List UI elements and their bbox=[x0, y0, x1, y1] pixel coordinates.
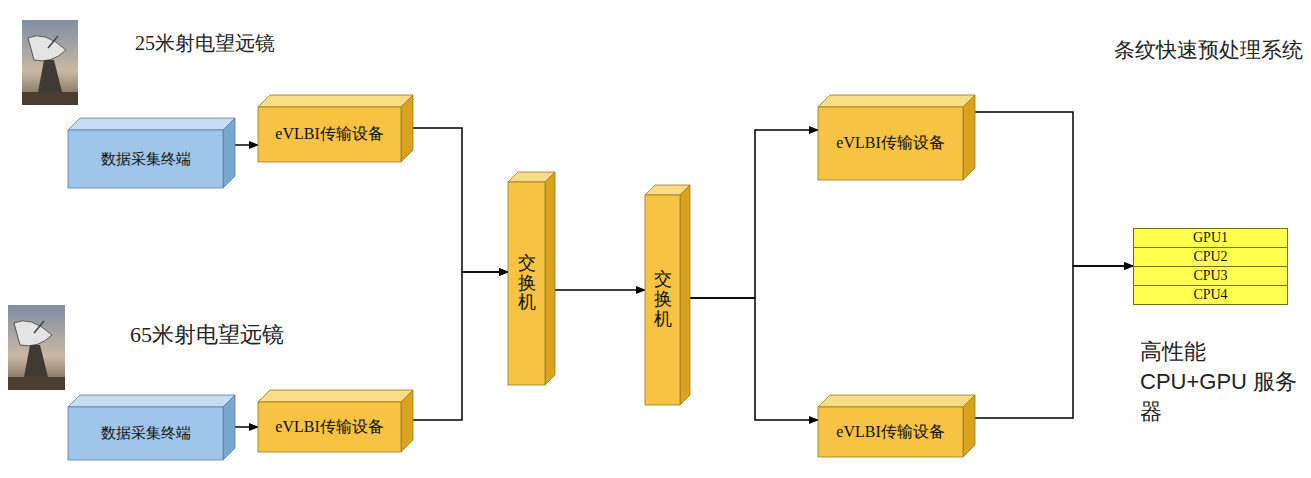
telescope-photo bbox=[8, 305, 65, 390]
box-face: 交换机 bbox=[645, 195, 680, 405]
box-label: eVLBI传输设备 bbox=[836, 422, 944, 443]
transfer-box: eVLBI传输设备 bbox=[818, 95, 975, 180]
transfer-box: eVLBI传输设备 bbox=[258, 390, 413, 452]
box-label: eVLBI传输设备 bbox=[275, 417, 383, 438]
box-label: eVLBI传输设备 bbox=[275, 124, 383, 145]
connector-arrow bbox=[690, 130, 818, 298]
server-caption: 高性能CPU+GPU 服务器 bbox=[1140, 337, 1308, 427]
connector-arrow bbox=[975, 266, 1133, 418]
switch-box: 交换机 bbox=[645, 185, 690, 405]
processor-unit: CPU4 bbox=[1133, 285, 1288, 305]
connector-arrow bbox=[690, 298, 818, 420]
connector-arrow bbox=[413, 272, 508, 420]
box-face: eVLBI传输设备 bbox=[258, 107, 401, 162]
box-label: eVLBI传输设备 bbox=[836, 133, 944, 154]
transfer-box: eVLBI传输设备 bbox=[258, 95, 413, 162]
unit-name: CPU4 bbox=[1193, 287, 1227, 303]
processor-unit: CPU3 bbox=[1133, 266, 1288, 286]
box-label: 交换机 bbox=[654, 270, 672, 329]
box-label: 数据采集终端 bbox=[101, 424, 191, 443]
unit-name: CPU2 bbox=[1193, 249, 1227, 265]
box-face: eVLBI传输设备 bbox=[258, 402, 401, 452]
telescope-label: 25米射电望远镜 bbox=[135, 30, 275, 57]
server-stack: 高性能CPU+GPU 服务器GPU1CPU2CPU3CPU4 bbox=[1133, 228, 1288, 305]
box-face: 数据采集终端 bbox=[68, 407, 223, 460]
box-face: 数据采集终端 bbox=[68, 130, 223, 188]
terminal-box: 数据采集终端 bbox=[68, 118, 235, 188]
connector-arrow bbox=[975, 112, 1133, 266]
processor-unit: CPU2 bbox=[1133, 247, 1288, 267]
telescope-label: 65米射电望远镜 bbox=[130, 320, 284, 350]
connector-arrow bbox=[235, 426, 258, 428]
unit-name: GPU1 bbox=[1193, 230, 1228, 246]
connector-arrow bbox=[555, 289, 645, 291]
connector-arrow bbox=[235, 144, 258, 146]
system-title: 条纹快速预处理系统 bbox=[1114, 36, 1303, 64]
telescope-photo bbox=[22, 20, 78, 105]
connector-arrow bbox=[413, 128, 508, 272]
box-face: eVLBI传输设备 bbox=[818, 107, 963, 180]
unit-name: CPU3 bbox=[1193, 268, 1227, 284]
box-label: 交换机 bbox=[518, 254, 536, 313]
box-face: 交换机 bbox=[508, 182, 545, 385]
transfer-box: eVLBI传输设备 bbox=[818, 395, 975, 457]
box-face: eVLBI传输设备 bbox=[818, 407, 963, 457]
switch-box: 交换机 bbox=[508, 172, 555, 385]
box-label: 数据采集终端 bbox=[101, 150, 191, 169]
processor-unit: GPU1 bbox=[1133, 228, 1288, 248]
terminal-box: 数据采集终端 bbox=[68, 395, 235, 460]
